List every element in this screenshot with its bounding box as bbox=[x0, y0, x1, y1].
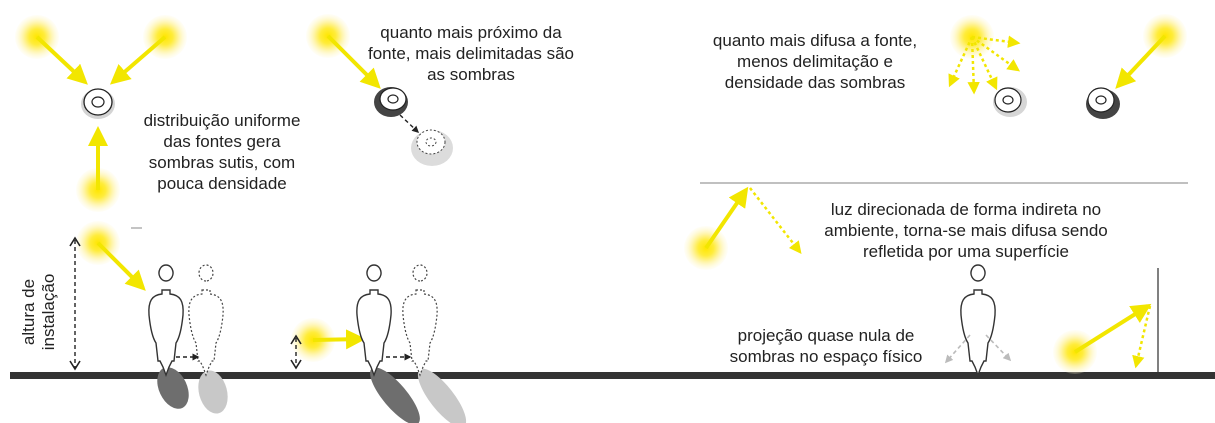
person-figure-projected bbox=[402, 264, 438, 376]
light-ray-arrow bbox=[1073, 303, 1152, 354]
caption-line: sombras sutis, com bbox=[148, 153, 296, 172]
light-ray-arrow bbox=[35, 35, 88, 85]
object-disc-hard-shadow bbox=[1086, 87, 1120, 119]
shadow-light bbox=[417, 368, 467, 423]
caption-null-projection: projeção quase nula de sombras no espaço… bbox=[716, 325, 936, 367]
shadow-light bbox=[198, 370, 228, 414]
reflected-ray-arrow bbox=[749, 187, 802, 254]
caption-line: refletida por uma superfície bbox=[863, 242, 1069, 261]
person-figure bbox=[356, 264, 392, 376]
caption-line: luz direcionada de forma indireta no bbox=[830, 200, 1102, 219]
displacement-arrow bbox=[399, 114, 420, 133]
shadow-dark bbox=[370, 367, 420, 423]
person-figure-projected bbox=[188, 264, 224, 376]
shadow-dark bbox=[157, 367, 189, 409]
object-disc-soft-shadow bbox=[993, 87, 1027, 117]
caption-line: quanto mais próximo da bbox=[380, 23, 562, 42]
scene-wall-reflection bbox=[1053, 268, 1159, 374]
caption-line: quanto mais difusa a fonte, bbox=[712, 31, 918, 50]
caption-proximity: quanto mais próximo da fonte, mais delim… bbox=[356, 22, 586, 85]
person-figure bbox=[960, 264, 996, 376]
light-ray-arrow bbox=[326, 34, 381, 89]
light-ray-arrow bbox=[1115, 34, 1167, 89]
label-line: instalação bbox=[39, 273, 58, 351]
faint-shadow-arrow bbox=[985, 334, 1012, 362]
label-installation-height: altura de instalação bbox=[19, 257, 63, 367]
light-ray-arrow bbox=[312, 329, 366, 350]
panel-diffuse bbox=[948, 14, 1187, 119]
scene-installation-height bbox=[69, 221, 228, 414]
panel-proximity bbox=[306, 14, 453, 166]
caption-line: ambiente, torna-se mais difusa sendo bbox=[824, 221, 1108, 240]
caption-indirect: luz direcionada de forma indireta no amb… bbox=[796, 199, 1136, 262]
scene-null-projection bbox=[944, 264, 1012, 376]
ground-line bbox=[10, 372, 1215, 379]
faint-shadow-arrow bbox=[944, 334, 971, 364]
caption-line: densidade das sombras bbox=[724, 73, 906, 92]
label-line: altura de bbox=[19, 278, 38, 346]
caption-line: projeção quase nula de bbox=[737, 326, 915, 345]
light-ray-arrow bbox=[109, 35, 167, 85]
caption-line: distribuição uniforme bbox=[143, 111, 301, 130]
person-figure bbox=[148, 264, 184, 376]
caption-line: das fontes gera bbox=[163, 132, 281, 151]
caption-diffuse: quanto mais difusa a fonte, menos delimi… bbox=[690, 30, 940, 93]
caption-uniform-distribution: distribuição uniforme das fontes gera so… bbox=[122, 110, 322, 194]
caption-line: as sombras bbox=[427, 65, 515, 84]
object-disc-projected bbox=[411, 129, 453, 166]
caption-line: sombras no espaço físico bbox=[729, 347, 923, 366]
panel-indirect bbox=[684, 182, 1188, 270]
caption-line: fonte, mais delimitadas são bbox=[368, 44, 574, 63]
caption-line: menos delimitação e bbox=[737, 52, 893, 71]
object-disc bbox=[374, 87, 408, 117]
light-ray-arrow bbox=[96, 241, 146, 291]
scene-low-source bbox=[290, 264, 467, 423]
reflected-ray-arrow bbox=[1132, 305, 1152, 369]
light-ray-arrow bbox=[704, 186, 749, 250]
panel-uniform-distribution bbox=[15, 15, 187, 229]
caption-line: pouca densidade bbox=[157, 174, 287, 193]
diffuse-rays bbox=[948, 35, 1021, 95]
object-disc-soft-shadow bbox=[81, 88, 115, 119]
